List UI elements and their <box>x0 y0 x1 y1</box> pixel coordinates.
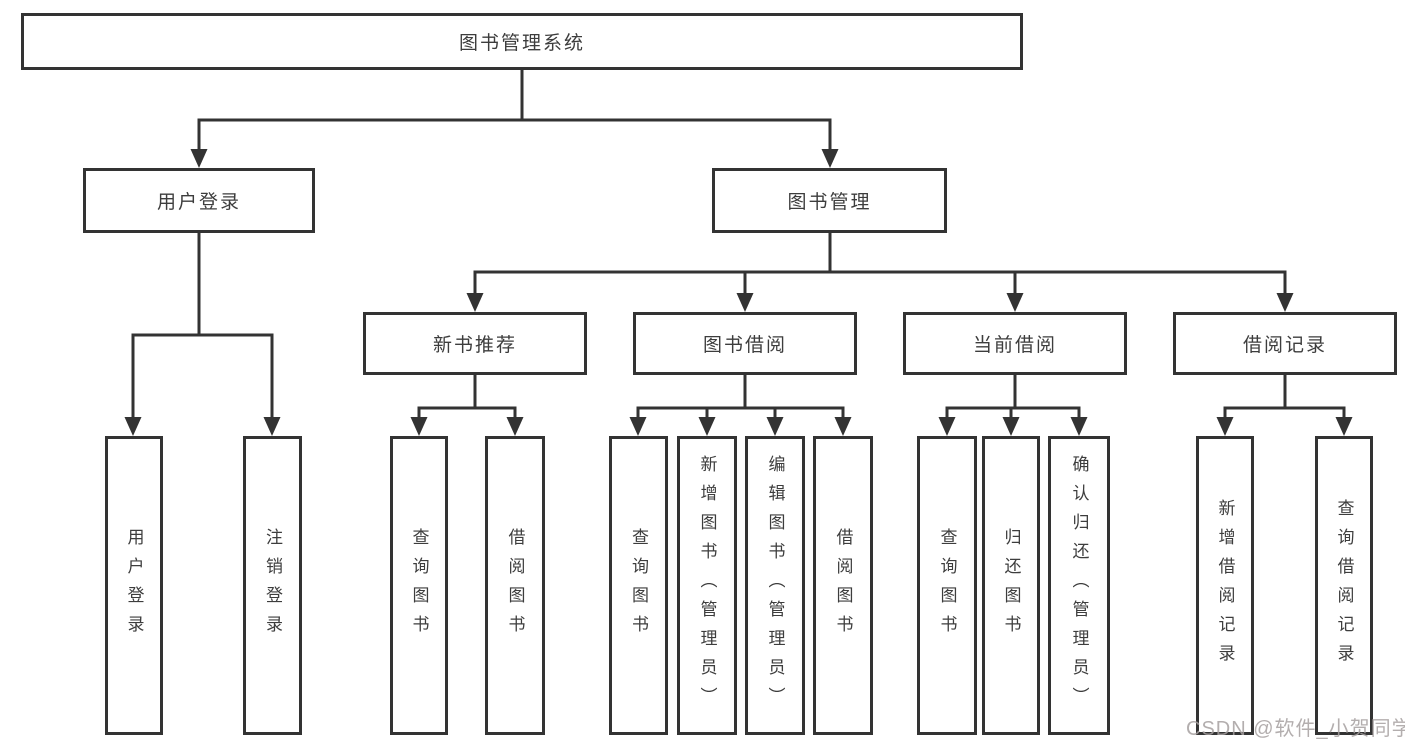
node-label: 用户登录 <box>124 527 144 644</box>
node-label: 查询借阅记录 <box>1334 498 1354 673</box>
leaf-borrow-books: 借阅图书 <box>813 436 873 735</box>
connector-new-book-to-leaves <box>410 375 524 436</box>
leaf-logout: 注销登录 <box>243 436 302 735</box>
connector-book-borrow-to-leaves <box>629 375 852 436</box>
csdn-watermark: CSDN @软件_小贺同学 <box>1186 718 1405 740</box>
leaf-query-books-borrow: 查询图书 <box>609 436 668 735</box>
node-label: 确认归还（管理员） <box>1069 455 1089 716</box>
node-label: 当前借阅 <box>972 335 1057 356</box>
node-label: 图书管理系统 <box>458 33 585 54</box>
node-label: 新增图书（管理员） <box>697 455 717 716</box>
node-label: 借阅图书 <box>833 527 853 644</box>
node-label: 编辑图书（管理员） <box>765 455 785 716</box>
connector-borrow-records-to-leaves <box>1216 375 1353 436</box>
node-label: 图书管理 <box>787 192 872 213</box>
connector-book-mgmt-to-level3 <box>466 233 1294 312</box>
node-label: 查询图书 <box>629 527 648 644</box>
node-root-library-system: 图书管理系统 <box>21 13 1023 70</box>
leaf-confirm-return-admin: 确认归还（管理员） <box>1048 436 1110 735</box>
leaf-return-books: 归还图书 <box>982 436 1040 735</box>
leaf-edit-books-admin: 编辑图书（管理员） <box>745 436 805 735</box>
leaf-add-borrow-record: 新增借阅记录 <box>1196 436 1254 735</box>
connector-root-to-level2 <box>190 70 839 168</box>
node-label: 图书借阅 <box>702 335 787 356</box>
node-label: 借阅图书 <box>505 527 525 644</box>
node-new-book-recommend: 新书推荐 <box>363 312 587 375</box>
leaf-user-login: 用户登录 <box>105 436 163 735</box>
leaf-query-borrow-record: 查询借阅记录 <box>1315 436 1373 735</box>
node-label: 查询图书 <box>937 527 957 644</box>
node-label: 归还图书 <box>1001 527 1021 644</box>
leaf-add-books-admin: 新增图书（管理员） <box>677 436 737 735</box>
connector-user-login-to-leaves <box>124 233 281 436</box>
node-current-borrow: 当前借阅 <box>903 312 1127 375</box>
leaf-query-books-recommend: 查询图书 <box>390 436 448 735</box>
node-user-login: 用户登录 <box>83 168 315 233</box>
node-label: 注销登录 <box>263 527 282 644</box>
leaf-borrow-books-recommend: 借阅图书 <box>485 436 545 735</box>
node-label: 借阅记录 <box>1242 335 1327 356</box>
node-borrow-records: 借阅记录 <box>1173 312 1397 375</box>
leaf-query-books-current: 查询图书 <box>917 436 977 735</box>
node-label: 新书推荐 <box>432 335 517 356</box>
node-label: 用户登录 <box>156 192 241 213</box>
node-book-management: 图书管理 <box>712 168 947 233</box>
node-label: 查询图书 <box>409 527 429 644</box>
connector-current-borrow-to-leaves <box>938 375 1088 436</box>
node-book-borrow: 图书借阅 <box>633 312 857 375</box>
node-label: 新增借阅记录 <box>1215 498 1235 673</box>
